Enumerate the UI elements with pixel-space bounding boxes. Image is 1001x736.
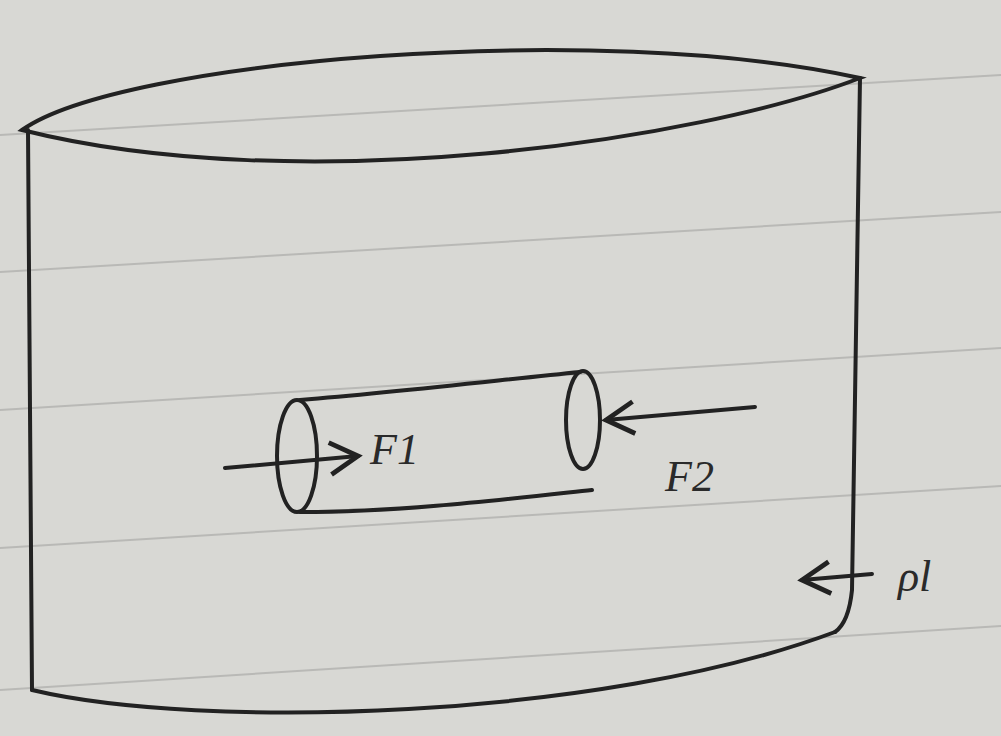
container-bottom <box>32 632 835 712</box>
force-arrow <box>606 407 755 420</box>
element-side <box>300 372 580 400</box>
container-wall <box>28 130 32 690</box>
container-top <box>22 50 860 161</box>
force-arrow <box>225 456 358 468</box>
density-label: ρl <box>898 555 931 599</box>
element-face <box>566 371 600 469</box>
force-label: F2 <box>665 455 714 499</box>
element-face <box>277 400 317 512</box>
pressure-arrow <box>802 574 872 580</box>
container-wall <box>835 78 860 632</box>
notebook-lines <box>0 75 1001 690</box>
element-side <box>300 490 592 512</box>
force-label: F1 <box>370 428 419 472</box>
